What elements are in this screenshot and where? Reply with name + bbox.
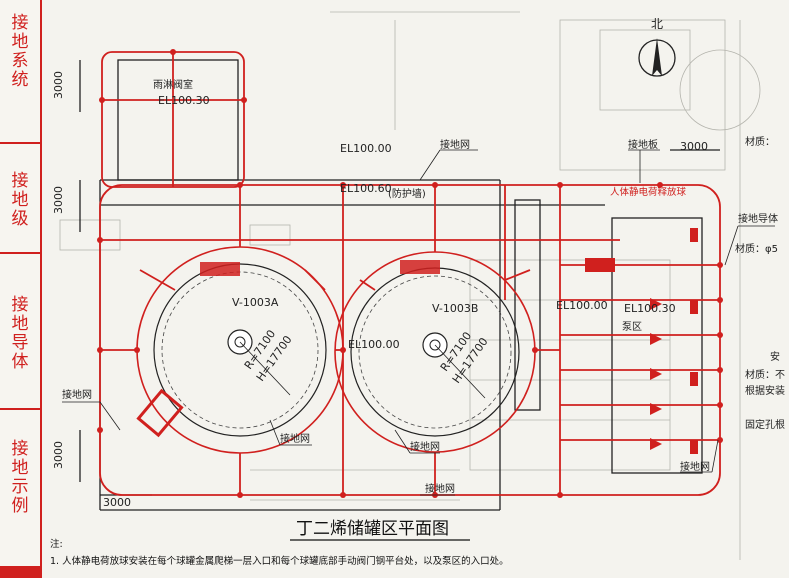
fixing-note: 固定孔根	[745, 418, 785, 431]
tab-divider	[0, 408, 40, 410]
north-label: 北	[651, 17, 663, 31]
ground-net-label-1: 接地网	[440, 138, 470, 151]
tab-char: 级	[11, 209, 29, 229]
firewall-label: (防护墙)	[388, 187, 426, 200]
elevation-pump: EL100.30	[624, 302, 676, 315]
dim-top-right: 3000	[680, 140, 708, 153]
valve-room-label: 雨淋阀室	[153, 78, 193, 91]
tank-b-radius-line	[434, 344, 486, 399]
tab-char: 地	[11, 32, 29, 52]
tab-grounding-level[interactable]: 接 地 级	[0, 172, 40, 229]
active-tab-marker	[0, 566, 40, 578]
building-outline	[79, 59, 720, 511]
ground-net-label-2: 接地网	[62, 388, 92, 401]
pump-area-label: 泵区	[622, 321, 642, 333]
tab-char: 例	[11, 496, 29, 516]
tank-b-name: V-1003B	[432, 302, 478, 315]
elevation-2: EL100.60	[340, 182, 392, 195]
notes-line-1: 1. 人体静电荷放球安装在每个球罐金属爬梯一层入口和每个球罐底部手动阀门钢平台处…	[50, 556, 509, 567]
install-note: 根据安装	[745, 384, 785, 397]
ground-plate-label: 接地板	[628, 138, 658, 151]
callout-leaders	[62, 149, 775, 496]
tab-char: 地	[11, 458, 29, 478]
drawing-title: 丁二烯储罐区平面图	[296, 519, 449, 539]
elevation-1: EL100.00	[340, 142, 392, 155]
ground-conductor-label: 接地导体	[738, 212, 778, 225]
grounding-network	[99, 51, 721, 496]
tab-char: 导	[11, 333, 29, 353]
tab-grounding-system[interactable]: 接 地 系 统	[0, 14, 40, 90]
tank-b-ladder-top	[400, 260, 440, 274]
tank-b-hub-inner	[429, 339, 441, 351]
material-label-2: 材质：φ5	[735, 242, 778, 255]
ground-net-label-5: 接地网	[425, 482, 455, 495]
static-ball-label: 人体静电荷释放球	[610, 186, 687, 198]
tab-char: 地	[11, 314, 29, 334]
tank-b-inner	[358, 275, 512, 429]
tank-a-name: V-1003A	[232, 296, 279, 309]
tab-char: 系	[11, 51, 29, 71]
tab-char: 统	[11, 70, 29, 90]
ground-net-label-4: 接地网	[410, 440, 440, 453]
notes-heading: 注:	[50, 539, 63, 550]
tab-grounding-example[interactable]: 接 地 示 例	[0, 440, 40, 516]
tab-divider	[0, 252, 40, 254]
north-arrow	[638, 38, 676, 77]
tab-divider	[0, 142, 40, 144]
dim-left-top: 3000	[52, 71, 65, 99]
chapter-sidebar: 接 地 系 统 接 地 级 接 地 导 体 接 地 示 例	[0, 0, 42, 578]
tank-a-hub-inner	[234, 336, 246, 348]
dim-bottom-left: 3000	[103, 496, 131, 509]
valve-room-el: EL100.30	[158, 94, 210, 107]
tab-char: 地	[11, 190, 29, 210]
dim-left-mid: 3000	[52, 186, 65, 214]
pump-equipment	[585, 228, 698, 454]
tank-a-stair	[136, 388, 184, 438]
tab-char: 体	[11, 352, 29, 372]
material-label-3: 材质：不	[745, 368, 785, 381]
tank-a-radius-line	[239, 341, 291, 396]
dim-left-bottom: 3000	[52, 441, 65, 469]
tab-char: 示	[11, 477, 29, 497]
ground-net-label-3: 接地网	[280, 432, 310, 445]
tab-char: 接	[11, 171, 29, 191]
tab-char: 接	[11, 439, 29, 459]
ground-net-label-6: 接地网	[680, 460, 710, 473]
tab-char: 接	[11, 295, 29, 315]
side-heading: 安	[770, 350, 780, 363]
material-label-1: 材质：	[745, 135, 775, 148]
tank-a-ladder-top	[200, 262, 240, 276]
tab-char: 接	[11, 13, 29, 33]
tab-grounding-conductor[interactable]: 接 地 导 体	[0, 296, 40, 372]
elevation-tank: EL100.00	[348, 338, 400, 351]
notes-block: 注: 1. 人体静电荷放球安装在每个球罐金属爬梯一层入口和每个球罐底部手动阀门钢…	[50, 536, 785, 570]
ground-electrodes	[97, 49, 723, 498]
elevation-right: EL100.00	[556, 299, 608, 312]
